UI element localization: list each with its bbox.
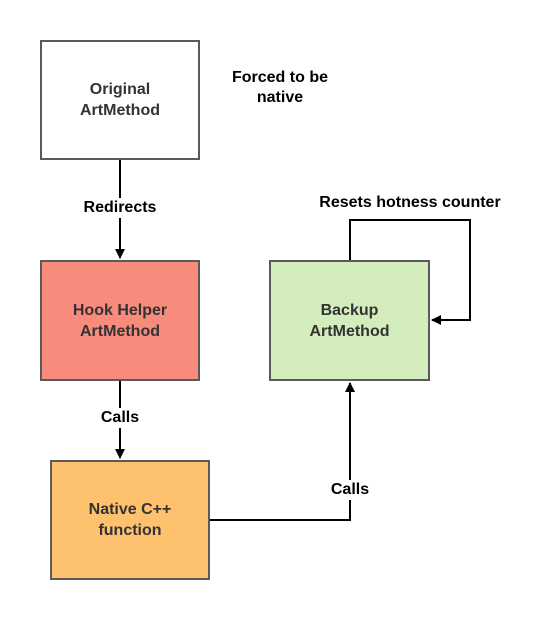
backup-artmethod-node: Backup ArtMethod xyxy=(269,260,430,381)
native-cpp-function-label: Native C++ function xyxy=(88,501,172,539)
redirects-label: Redirects xyxy=(60,198,180,218)
edge-resets-loop xyxy=(349,219,471,325)
original-artmethod-node: Original ArtMethod xyxy=(40,40,200,160)
original-artmethod-label: Original ArtMethod xyxy=(80,81,160,119)
forced-native-annotation: Forced to be native xyxy=(231,69,328,106)
native-cpp-function-node: Native C++ function xyxy=(50,460,210,580)
hook-helper-artmethod-node: Hook Helper ArtMethod xyxy=(40,260,200,381)
calls-backup-label: Calls xyxy=(310,480,390,500)
hook-helper-artmethod-label: Hook Helper ArtMethod xyxy=(72,301,168,340)
resets-hotness-counter-label: Resets hotness counter xyxy=(290,193,530,213)
calls-native-label: Calls xyxy=(80,408,160,428)
edge-calls-backup xyxy=(210,382,355,521)
backup-artmethod-label: Backup ArtMethod xyxy=(309,301,390,340)
